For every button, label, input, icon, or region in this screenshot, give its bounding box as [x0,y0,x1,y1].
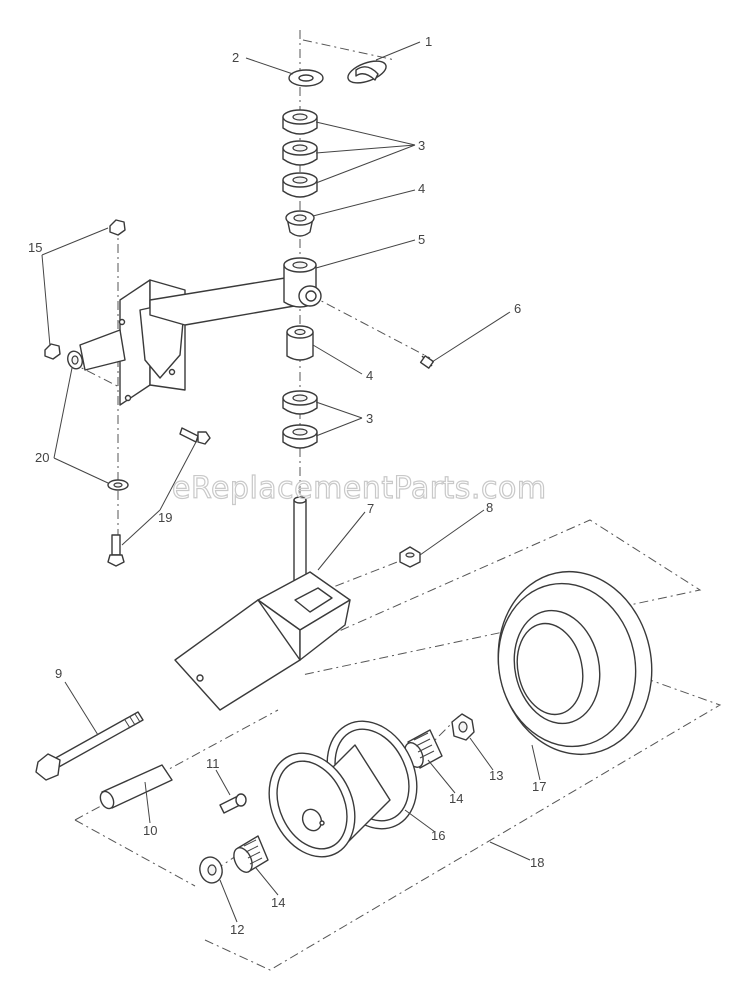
callout-labels: 1 2 3 4 5 6 4 3 7 8 9 10 11 12 13 14 14 … [28,34,546,937]
callout-20: 20 [35,450,49,465]
callout-4-lower: 4 [366,368,373,383]
part-20-washer-upper [67,350,83,370]
callout-12: 12 [230,922,244,937]
spacer-3 [282,172,318,198]
spacer-2 [282,140,318,166]
callout-3-lower: 3 [366,411,373,426]
callout-13: 13 [489,768,503,783]
part-4-bushing-upper [285,210,315,237]
callout-11: 11 [206,756,220,771]
callout-6: 6 [514,301,521,316]
callout-2: 2 [232,50,239,65]
part-17-tire [497,570,653,756]
part-20-washer-lower [107,479,129,491]
callout-1: 1 [425,34,432,49]
part-3-spacers-lower [282,390,318,449]
part-13-nut [451,713,475,741]
callout-18: 18 [530,855,544,870]
callout-9: 9 [55,666,62,681]
part-15-nut-lower [44,343,61,360]
part-10-spacer-tube [99,764,173,810]
spacer-5 [282,424,318,449]
callout-19: 19 [158,510,172,525]
part-19-bolt-upper [179,427,211,445]
callout-4-upper: 4 [418,181,425,196]
part-8-nut [399,546,421,568]
watermark: eReplacementParts.com [172,471,547,506]
part-1-pin [347,60,387,84]
part-5-caster-arm [79,257,322,406]
callout-16: 16 [431,828,445,843]
part-3-spacers-upper [282,109,318,198]
part-4-bushing-lower [286,325,314,361]
callout-10: 10 [143,823,157,838]
part-6-screw [419,355,435,369]
part-9-axle-bolt [35,711,144,781]
leader-lines [41,41,541,923]
part-15-nut-upper [109,219,126,236]
part-14-bearing-left [233,835,269,873]
spacer-4 [282,390,318,415]
callout-17: 17 [532,779,546,794]
callout-14-left: 14 [271,895,285,910]
callout-3-upper: 3 [418,138,425,153]
part-12-washer [199,856,223,884]
part-16-wheel-hub [268,720,418,858]
callout-5: 5 [418,232,425,247]
spacer-1 [282,109,318,135]
part-7-caster-fork [174,496,351,711]
part-11-grease-fitting [219,793,247,814]
callout-15: 15 [28,240,42,255]
part-2-washer [288,69,324,87]
part-19-bolt-lower [107,534,125,567]
callout-7: 7 [367,501,374,516]
callout-8: 8 [486,500,493,515]
callout-14-right: 14 [449,791,463,806]
